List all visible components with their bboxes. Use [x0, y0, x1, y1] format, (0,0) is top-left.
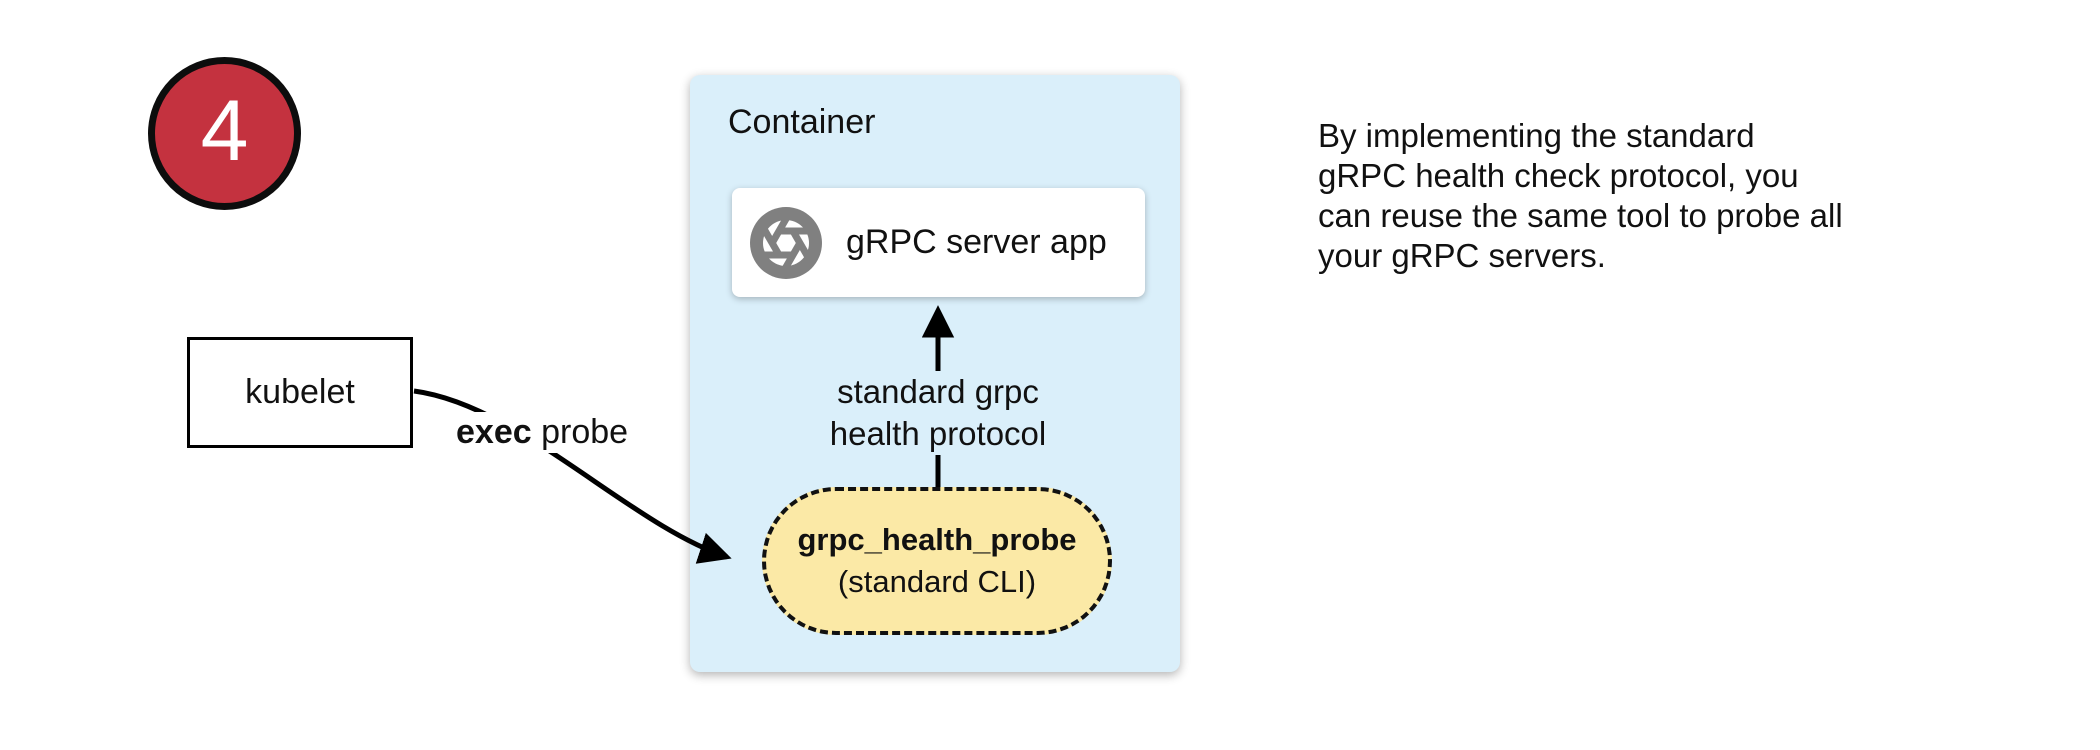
kubelet-box: kubelet: [187, 337, 413, 448]
annotation-text: By implementing the standard gRPC health…: [1318, 117, 1843, 274]
container-box: Container gRPC server app grpc_health_pr…: [690, 75, 1180, 672]
container-title: Container: [728, 103, 876, 141]
grpc-server-app-box: gRPC server app: [732, 188, 1145, 297]
exec-probe-label: exec probe: [448, 412, 637, 453]
health-protocol-label: standard grpc health protocol: [819, 371, 1057, 455]
probe-pill-title: grpc_health_probe: [797, 522, 1077, 557]
grpc-server-app-label: gRPC server app: [846, 223, 1107, 261]
exec-probe-label-bold: exec: [456, 413, 532, 451]
probe-pill-subtitle: (standard CLI): [837, 564, 1037, 599]
exec-probe-label-rest: probe: [531, 413, 629, 451]
aperture-icon: [750, 206, 822, 279]
step-number: 4: [200, 82, 249, 179]
kubelet-label: kubelet: [245, 373, 355, 411]
grpc-health-probe-pill: grpc_health_probe (standard CLI): [762, 487, 1112, 635]
step-number-badge: 4: [148, 57, 301, 210]
